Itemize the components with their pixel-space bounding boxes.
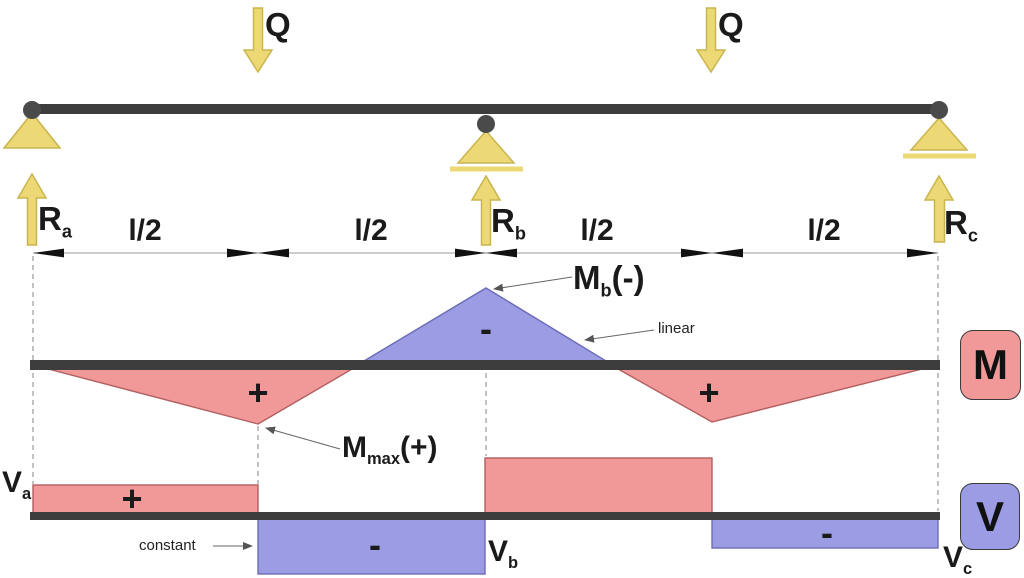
shear-positive-rect-span2 — [484, 457, 713, 517]
dim-arrow-mid2-left — [455, 248, 486, 258]
load-label-q2: Q — [718, 6, 744, 43]
dim-arrow-mid1-left — [227, 248, 258, 258]
shear-annotation-constant: constant — [139, 537, 196, 554]
shear-label-va: Va — [2, 466, 32, 503]
moment-badge: M — [960, 330, 1021, 400]
support-a-triangle — [2, 111, 62, 149]
reaction-arrow-rc — [923, 174, 955, 243]
moment-sign-span2: + — [698, 372, 720, 413]
shear-sign-span1-pos: + — [121, 478, 143, 519]
dim-arrow-mid2-right — [486, 248, 517, 258]
reaction-label-rc: Rc — [944, 204, 978, 246]
shear-label-vb: Vb — [488, 535, 519, 572]
moment-label-mmax: Mmax(+) — [342, 431, 438, 468]
dim-label-segment-4: l/2 — [807, 214, 841, 247]
moment-positive-region-span1 — [32, 364, 362, 425]
support-b-triangle — [456, 129, 516, 164]
dim-arrow-right-end — [907, 248, 938, 258]
reaction-label-rb: Rb — [491, 202, 526, 244]
dim-label-segment-2: l/2 — [354, 214, 388, 247]
leader-line-linear — [584, 329, 655, 343]
support-b-pin — [477, 115, 495, 133]
support-c-triangle — [909, 116, 969, 151]
shear-negative-rect-span2 — [711, 516, 939, 549]
load-label-q1: Q — [265, 6, 291, 43]
moment-annotation-linear: linear — [658, 320, 695, 337]
support-a-pin — [23, 101, 41, 119]
dim-arrow-left-end — [33, 248, 64, 258]
moment-label-mb: Mb(-) — [573, 259, 645, 301]
reaction-arrow-ra — [16, 172, 48, 246]
dim-arrow-mid3-right — [712, 248, 743, 258]
support-c-pin — [930, 101, 948, 119]
leader-line-mb — [493, 276, 573, 292]
dim-arrow-mid1-right — [258, 248, 289, 258]
shear-positive-rect-span1 — [32, 484, 259, 517]
beam — [30, 104, 940, 114]
shear-sign-span2-neg: - — [821, 512, 833, 553]
load-arrow-q2 — [695, 7, 727, 74]
dim-arrow-mid3-left — [681, 248, 712, 258]
reaction-label-ra: Ra — [38, 200, 72, 242]
shear-negative-rect-span1 — [257, 516, 486, 575]
moment-sign-span1: + — [247, 372, 269, 413]
leader-line-mmax — [265, 426, 341, 450]
shear-sign-span1-neg: - — [369, 524, 381, 565]
shear-badge: V — [960, 483, 1020, 550]
reaction-arrow-rb — [470, 174, 502, 246]
moment-baseline — [30, 360, 940, 370]
shear-baseline — [30, 512, 940, 520]
dim-label-segment-3: l/2 — [580, 214, 614, 247]
load-arrow-q1 — [242, 7, 274, 74]
shear-label-vc: Vc — [943, 541, 973, 578]
dim-label-segment-1: l/2 — [128, 214, 162, 247]
moment-sign-support-b: - — [480, 308, 492, 349]
moment-positive-region-span2 — [608, 364, 939, 423]
